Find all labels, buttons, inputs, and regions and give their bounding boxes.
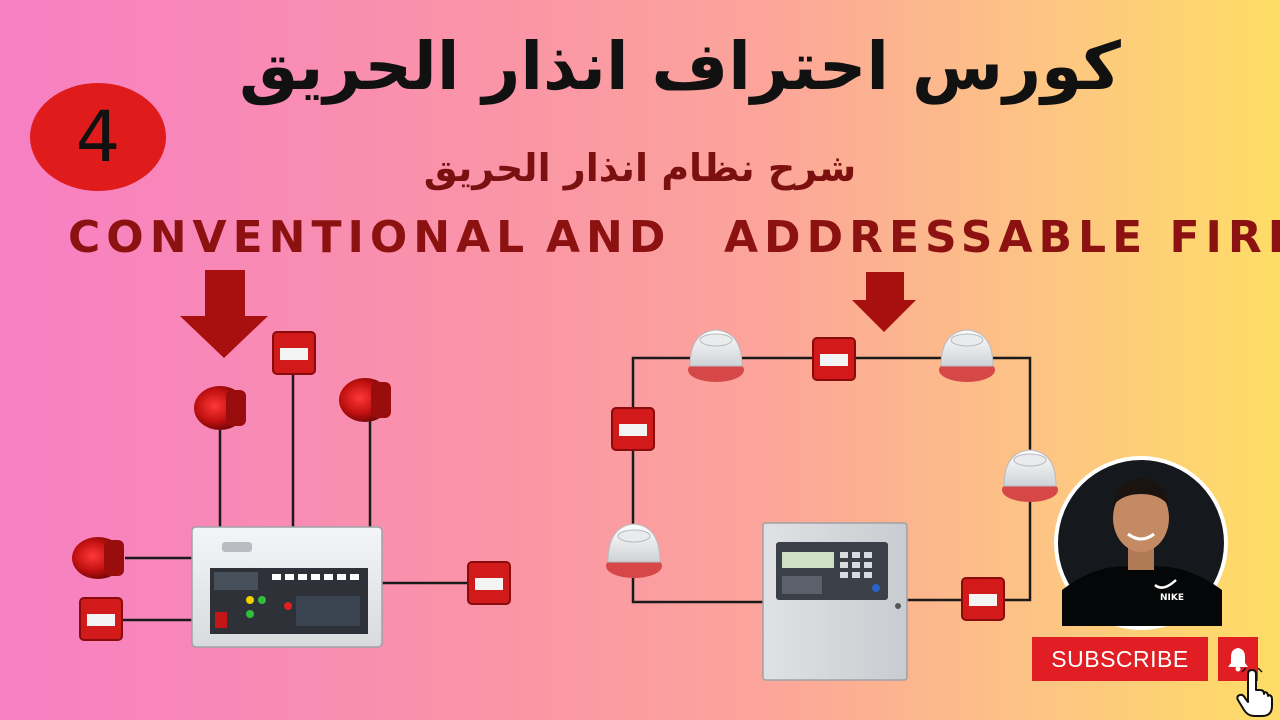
subtitle: شرح نظام انذار الحريق [423, 146, 857, 190]
subscribe-button[interactable]: SUBSCRIBE [1032, 637, 1208, 681]
heading-addressable: ADDRESSABLE FIRE [724, 212, 1280, 263]
bell-icon [1228, 648, 1248, 672]
manual-call-point-icon [272, 331, 316, 375]
hand-cursor-icon [1236, 668, 1273, 717]
control-panel-icon [191, 526, 383, 648]
addressable-loop-wiring [631, 356, 1032, 604]
smoke-detector-icon [606, 523, 662, 578]
sounder-icon [72, 537, 124, 579]
presenter-avatar: NIKE [1054, 456, 1228, 630]
control-panel-icon [762, 522, 908, 681]
main-title: كورس احتراف انذار الحريق [239, 28, 1121, 105]
manual-call-point-icon [812, 337, 856, 381]
manual-call-point-icon [79, 597, 123, 641]
episode-badge: 4 [30, 83, 166, 191]
manual-call-point-icon [467, 561, 511, 605]
smoke-detector-icon [688, 329, 744, 382]
down-arrow-icon [180, 270, 268, 358]
sounder-icon [194, 386, 246, 430]
manual-call-point-icon [611, 407, 655, 451]
sounder-icon [339, 378, 391, 422]
shirt-logo: NIKE [1160, 593, 1184, 603]
conventional-wiring [122, 375, 470, 622]
episode-number: 4 [75, 96, 121, 178]
heading-conventional: CONVENTIONAL [68, 212, 531, 263]
heading-and: AND [546, 212, 672, 263]
smoke-detector-icon [939, 329, 995, 382]
manual-call-point-icon [961, 577, 1005, 621]
smoke-detector-icon [1002, 449, 1058, 502]
down-arrow-icon [852, 272, 916, 332]
